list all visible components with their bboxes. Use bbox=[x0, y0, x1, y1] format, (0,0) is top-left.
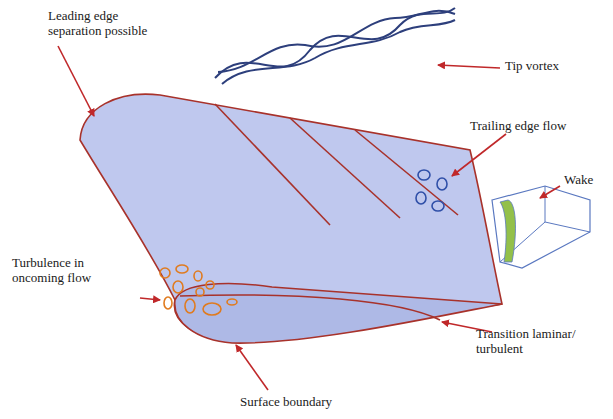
surface-lines bbox=[180, 104, 458, 320]
callout-label: Wake bbox=[564, 172, 609, 187]
callout-label: Transition laminar/ turbulent bbox=[476, 326, 610, 356]
callout-label: Turbulence in oncoming flow bbox=[12, 255, 124, 285]
tip-vortex bbox=[215, 8, 455, 84]
callout-label: Trailing edge flow bbox=[470, 118, 600, 133]
callout-label: Surface boundary bbox=[240, 394, 380, 409]
airfoil-section bbox=[175, 283, 502, 343]
turbulence-eddies bbox=[160, 265, 237, 315]
wake bbox=[492, 186, 590, 268]
trailing-edge-eddies bbox=[416, 170, 447, 211]
callout-label: Leading edge separation possible bbox=[48, 8, 173, 38]
callout-label: Tip vortex bbox=[505, 58, 595, 73]
